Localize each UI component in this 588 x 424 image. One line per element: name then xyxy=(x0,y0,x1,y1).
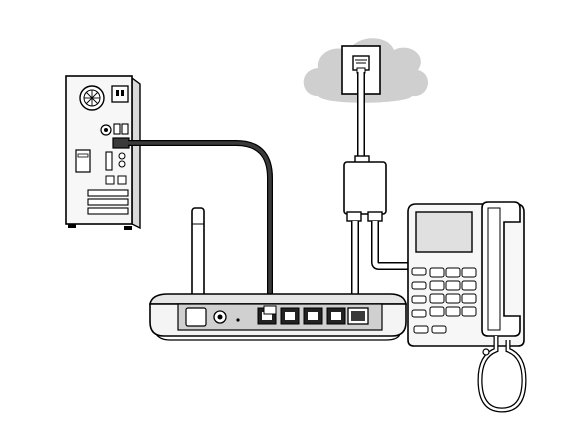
router-icon xyxy=(149,207,407,341)
ethernet-cable-pc-to-router xyxy=(128,140,273,310)
desktop-pc-icon xyxy=(65,75,141,230)
lan-ports xyxy=(257,307,346,325)
telephone-keypad xyxy=(411,267,477,334)
splitter-icon xyxy=(343,155,387,222)
telephone-icon xyxy=(407,201,527,413)
